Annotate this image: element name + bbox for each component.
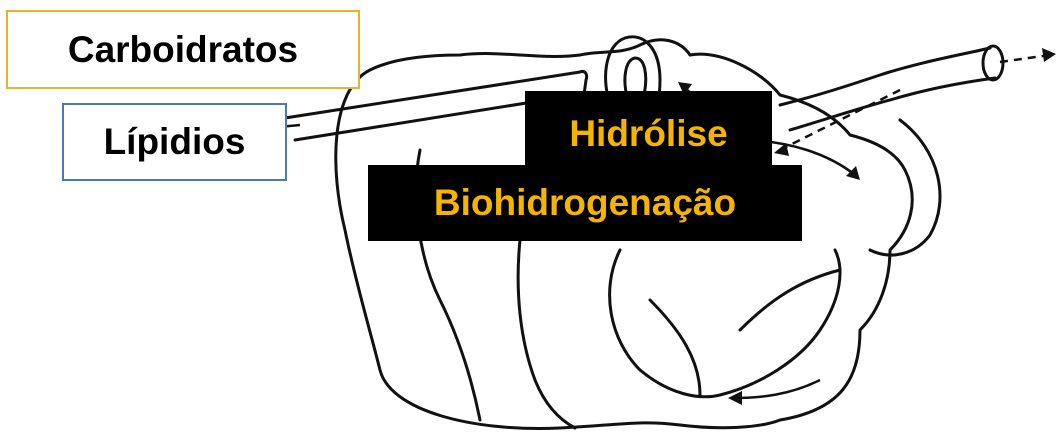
carbohydrates-label-box: Carboidratos <box>6 10 360 89</box>
rumen-lobe-middle <box>518 240 575 428</box>
carbohydrates-label: Carboidratos <box>68 29 298 71</box>
abomasum-outline <box>610 250 840 397</box>
intestine-opening <box>983 46 1003 80</box>
flow-arrow-bottom <box>735 380 820 398</box>
intestine-tube-lower <box>790 78 995 130</box>
hydrolysis-tag: Hidrólise <box>525 91 772 176</box>
hydrolysis-label: Hidrólise <box>569 113 727 155</box>
lipids-label-box: Lípidios <box>62 103 287 181</box>
right-lobe <box>870 120 940 255</box>
arrowhead-curve <box>846 166 860 180</box>
lipids-label: Lípidios <box>104 121 246 163</box>
biohydrogenation-label: Biohidrogenação <box>434 182 736 224</box>
biohydrogenation-tag: Biohidrogenação <box>368 165 802 241</box>
arrowhead-right <box>1042 48 1056 62</box>
flow-arrow-right <box>1000 55 1050 62</box>
